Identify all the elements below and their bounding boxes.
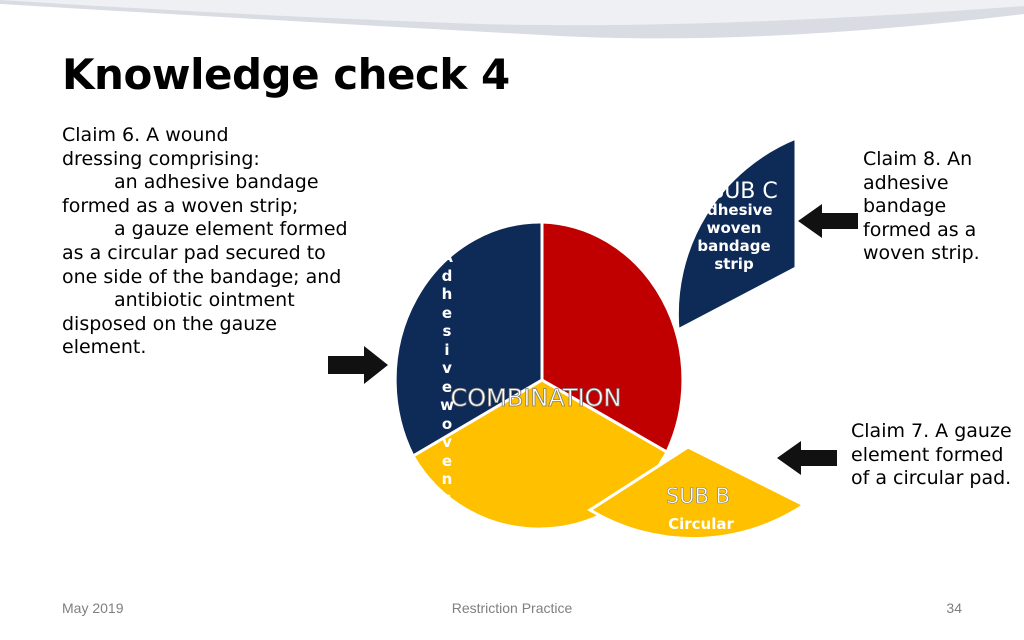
sub-b-line: gauze pad — [657, 534, 744, 552]
claim-7-text: Claim 7. A gauze element formed of a cir… — [851, 420, 1012, 490]
header-decorative-swoosh — [0, 0, 1024, 39]
combination-navy-sector — [393, 220, 544, 459]
claim-6-item: a gauze element formed as a circular pad… — [62, 218, 348, 288]
page-number: 34 — [946, 600, 962, 616]
footer-date: May 2019 — [62, 600, 124, 616]
sub-c-line: Adhesive — [695, 201, 772, 219]
footer-title: Restriction Practice — [451, 600, 573, 616]
sub-c-line: woven — [707, 219, 762, 237]
sub-c-wedge — [675, 135, 798, 333]
sub-b-title: SUB B — [666, 484, 730, 508]
claim-6-text: Claim 6. A wound dressing comprising: an… — [62, 124, 362, 360]
claim-6-intro: Claim 6. A wound dressing comprising: — [62, 124, 260, 170]
combination-red-sector — [540, 220, 685, 455]
slide-title: Knowledge check 4 — [62, 50, 510, 99]
combination-vertical-label: Adhesive woven strip — [440, 248, 454, 498]
claim-6-item: antibiotic ointment disposed on the gauz… — [62, 289, 295, 359]
arrow-right-icon — [328, 346, 388, 384]
sub-c-line: strip — [714, 255, 754, 273]
sub-c-line: bandage — [697, 237, 770, 255]
sub-b-line: Circular — [668, 515, 734, 533]
combination-label: COMBINATION — [451, 384, 622, 412]
arrow-left-icon — [777, 441, 837, 475]
sub-c-title: SUB C — [710, 179, 778, 204]
sub-b-wedge — [587, 445, 807, 541]
arrow-left-icon — [798, 204, 858, 238]
claim-8-text: Claim 8. An adhesive bandage formed as a… — [863, 148, 980, 265]
claim-6-item: an adhesive bandage formed as a woven st… — [62, 171, 319, 217]
